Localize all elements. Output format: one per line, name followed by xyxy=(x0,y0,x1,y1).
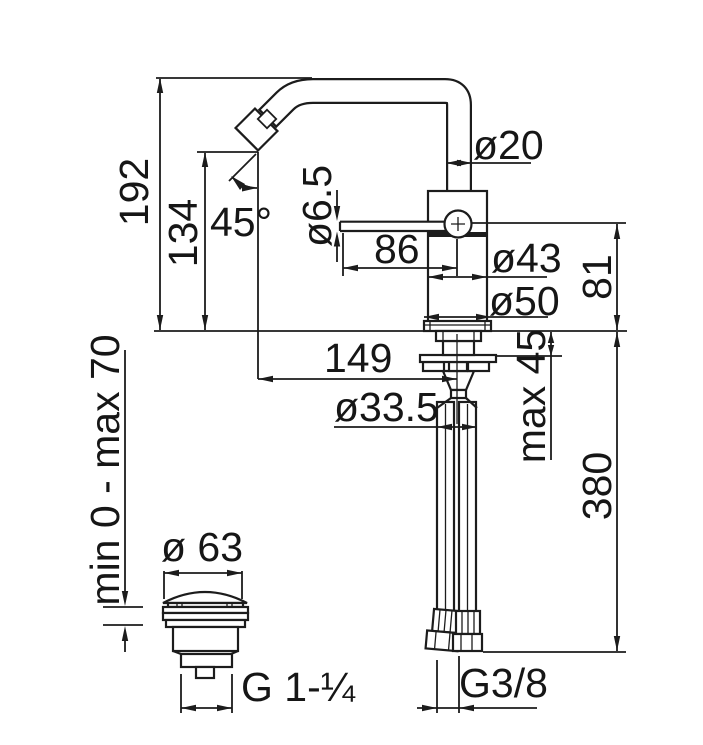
dim-drain-deck-range-label: min 0 - max 70 xyxy=(82,334,128,605)
hose-right-connector xyxy=(451,609,484,653)
base-flange xyxy=(422,319,493,333)
dimension-base-diameter: ø50 xyxy=(424,278,560,324)
faucet-spout xyxy=(233,78,472,193)
dim-hose-thread-label: G3/8 xyxy=(459,660,548,706)
drain-thread-section xyxy=(179,652,234,669)
dimension-outlet-height: 134 xyxy=(160,151,258,330)
dim-shank-diameter-label: ø33.5 xyxy=(334,384,439,430)
drain-plug xyxy=(161,590,250,680)
dim-lever-length-label: 86 xyxy=(374,226,420,272)
hose-left-connector xyxy=(424,607,461,653)
dimension-body-diameter: ø43 xyxy=(428,235,562,281)
dim-lever-diameter-label: ø6.5 xyxy=(294,165,340,247)
dimension-drain-thread: G 1-¼ xyxy=(180,664,356,713)
dimension-spout-reach: 149 xyxy=(258,335,457,383)
dimension-drain-deck-range: min 0 - max 70 xyxy=(82,334,143,652)
dim-spout-reach-label: 149 xyxy=(324,335,392,381)
dim-body-height-label: 81 xyxy=(574,254,620,300)
dimension-lever-length: 86 xyxy=(342,226,458,276)
dimension-spout-angle: 45° xyxy=(210,152,272,379)
drain-cap-dome xyxy=(162,590,248,605)
mounting-hardware xyxy=(418,329,498,424)
dim-spout-angle-label: 45° xyxy=(210,199,272,245)
dim-body-diameter-label: ø43 xyxy=(491,235,562,281)
dimension-max-deck-thickness: max 45 xyxy=(496,329,562,463)
dim-spout-height-label: 192 xyxy=(111,158,157,226)
handle-lever xyxy=(338,220,450,233)
dimension-shank-diameter: ø33.5 xyxy=(334,384,477,431)
dimension-hose-length: 380 xyxy=(483,332,626,653)
dim-spout-tube-diameter-label: ø20 xyxy=(473,122,544,168)
hose-right-nut xyxy=(451,632,484,653)
washer-tab-left xyxy=(421,360,446,373)
washer-tab-right xyxy=(466,360,491,373)
aerator-joint-detail xyxy=(256,108,278,130)
dimension-spout-tube-diameter: ø20 xyxy=(446,122,544,168)
drain-body xyxy=(171,625,240,653)
dimension-spout-height: 192 xyxy=(111,77,312,330)
dim-outlet-height-label: 134 xyxy=(160,199,206,267)
dimension-hose-thread: G3/8 xyxy=(417,656,548,713)
hose-flare xyxy=(436,397,478,409)
dim-drain-cap-diameter-label: ø 63 xyxy=(161,524,243,570)
dim-hose-length-label: 380 xyxy=(574,452,620,520)
dimension-body-height: 81 xyxy=(472,222,626,330)
dimension-drain-cap-diameter: ø 63 xyxy=(161,524,243,599)
dim-base-diameter-label: ø50 xyxy=(489,278,560,324)
dim-max-deck-thickness-label: max 45 xyxy=(508,329,554,463)
dimension-lever-diameter: ø6.5 xyxy=(294,165,341,262)
ball-crosshair xyxy=(451,217,465,231)
supply-hoses xyxy=(424,397,484,653)
dim-drain-thread-label: G 1-¼ xyxy=(241,664,356,710)
